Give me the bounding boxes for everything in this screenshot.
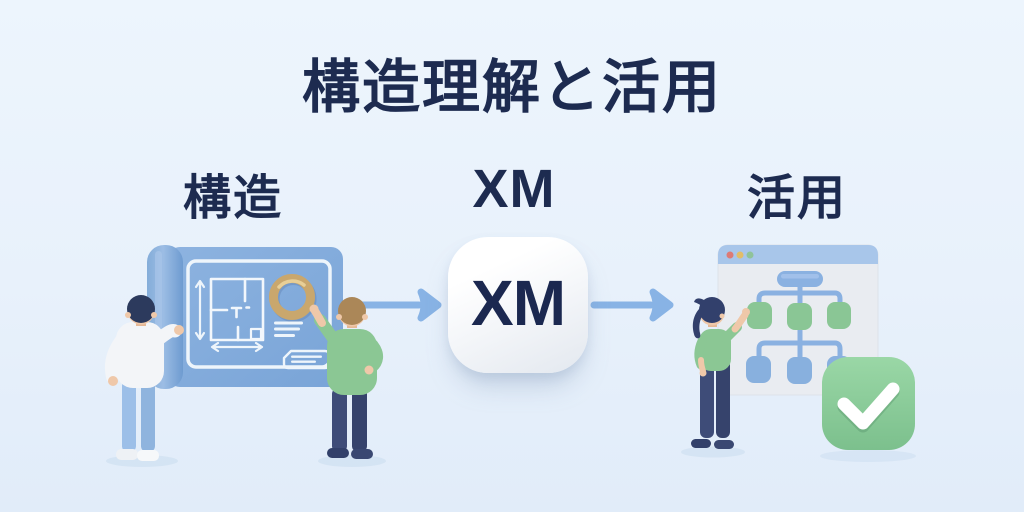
flowchart-green-nodes (747, 302, 851, 330)
badge-shadow (820, 450, 916, 462)
workflow-window-illustration (681, 244, 916, 462)
dimension-arrows-icon (194, 279, 264, 353)
floor-plan-icon (209, 277, 265, 342)
checkmark-badge-icon (822, 357, 915, 450)
section-label-structure: 構造 (182, 172, 283, 225)
traffic-light-dots-icon (726, 251, 754, 259)
arrow-right-icon (353, 288, 442, 322)
xm-cube-text: XM (471, 267, 566, 339)
magnifier-ring-icon (269, 274, 317, 322)
figure-shadow (681, 446, 745, 458)
person-white-shirt (104, 295, 184, 461)
person-green-shirt (309, 297, 383, 459)
checkmark-icon (837, 382, 900, 430)
blueprint-review-illustration (104, 245, 386, 467)
section-label-utilization: 活用 (746, 172, 847, 225)
arrow-right-icon (590, 288, 674, 322)
xm-cube: XM (448, 237, 588, 373)
section-label-xm: XM (472, 159, 556, 219)
person-green-top-woman (691, 297, 750, 449)
page-title: 構造理解と活用 (301, 55, 722, 120)
text-lines (274, 321, 303, 337)
